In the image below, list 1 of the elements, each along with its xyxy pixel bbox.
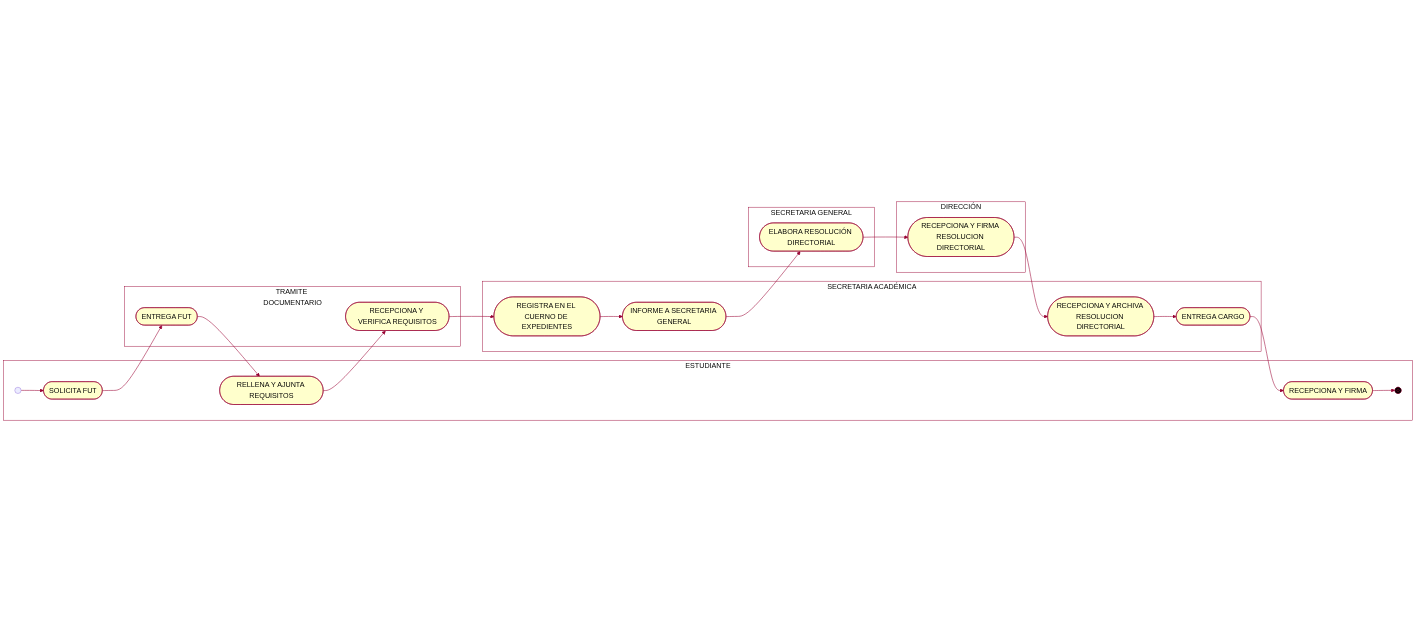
node-circle <box>14 387 22 394</box>
